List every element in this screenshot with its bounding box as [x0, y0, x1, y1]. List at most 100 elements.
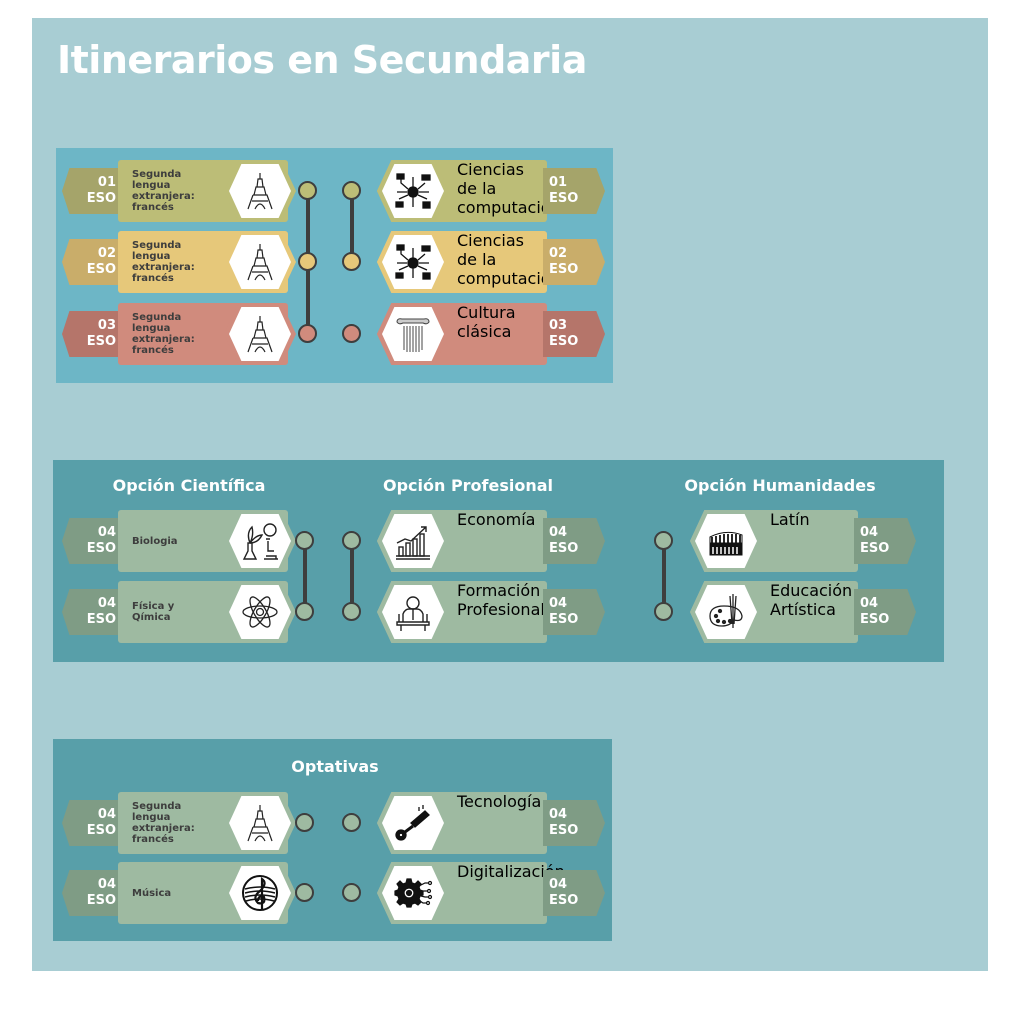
- timeline-node: [342, 181, 361, 200]
- bar-chart-growth-icon: [395, 526, 431, 560]
- page-title: Itinerarios en Secundaria: [57, 38, 587, 82]
- icon-hexagon-inner: [382, 796, 444, 850]
- icon-hexagon-inner: [382, 585, 444, 639]
- icon-hexagon: [224, 792, 296, 854]
- hydraulic-piston-icon: [394, 803, 431, 842]
- grade-level: ESO: [86, 893, 116, 908]
- icon-hexagon-inner: [695, 585, 757, 639]
- grade-number: 02: [549, 246, 568, 261]
- grade-level: ESO: [86, 612, 116, 627]
- icon-hexagon: [377, 510, 449, 572]
- icon-hexagon-inner: [695, 514, 757, 568]
- icon-hexagon-inner: [382, 514, 444, 568]
- icon-hexagon-inner: [229, 235, 291, 289]
- circuit-chip-icon: [395, 173, 431, 209]
- course-label: Ciencias de la computación: [457, 160, 561, 217]
- course-label: Economía: [457, 510, 536, 529]
- grade-level: ESO: [549, 612, 579, 627]
- heading-opcion-cientifica: Opción Científica: [112, 476, 266, 495]
- course-label: Ciencias de la computación: [457, 231, 561, 288]
- grade-level: ESO: [549, 823, 579, 838]
- person-desk-icon: [396, 596, 430, 632]
- icon-hexagon: [377, 231, 449, 293]
- course-label: Segunda lengua extranjera: francés: [132, 240, 195, 284]
- eiffel-tower-icon: [247, 172, 273, 210]
- icon-hexagon: [224, 510, 296, 572]
- grade-number: 04: [549, 877, 568, 892]
- course-label: Tecnología: [457, 792, 542, 811]
- course-label: Segunda lengua extranjera: francés: [132, 801, 195, 845]
- paint-palette-icon: [709, 593, 743, 629]
- course-label: Física y Qímica: [132, 601, 175, 623]
- icon-hexagon-inner: [229, 796, 291, 850]
- icon-hexagon-inner: [382, 307, 444, 361]
- icon-hexagon-inner: [382, 866, 444, 920]
- grade-number: 04: [860, 525, 879, 540]
- grade-level: ESO: [549, 541, 579, 556]
- timeline-node: [342, 531, 361, 550]
- heading-optativas: Optativas: [291, 757, 379, 776]
- connector-line-right: [350, 188, 354, 262]
- course-label: Segunda lengua extranjera: francés: [132, 169, 195, 213]
- timeline-node: [295, 531, 314, 550]
- heading-opcion-humanidades: Opción Humanidades: [684, 476, 876, 495]
- eiffel-tower-icon: [247, 243, 273, 281]
- icon-hexagon: [377, 862, 449, 924]
- grade-number: 04: [97, 807, 116, 822]
- timeline-node: [298, 324, 317, 343]
- timeline-node: [295, 883, 314, 902]
- grade-number: 04: [97, 525, 116, 540]
- eiffel-tower-icon: [247, 804, 273, 842]
- icon-hexagon-inner: [229, 307, 291, 361]
- icon-hexagon: [224, 581, 296, 643]
- course-label: Formación Profesional: [457, 581, 545, 619]
- grade-number: 02: [97, 246, 116, 261]
- icon-hexagon-inner: [382, 164, 444, 218]
- grade-level: ESO: [549, 191, 579, 206]
- timeline-node: [342, 813, 361, 832]
- ionic-column-icon: [396, 318, 430, 353]
- timeline-node: [298, 252, 317, 271]
- icon-hexagon: [224, 160, 296, 222]
- grade-number: 04: [860, 596, 879, 611]
- icon-hexagon: [377, 303, 449, 365]
- heading-opcion-profesional: Opción Profesional: [382, 476, 554, 495]
- icon-hexagon-inner: [229, 514, 291, 568]
- connector-line: [662, 540, 666, 610]
- course-label: Cultura clásica: [457, 303, 516, 341]
- atom-icon: [242, 593, 278, 631]
- course-label: Biologia: [132, 535, 178, 547]
- course-label: Música: [132, 887, 172, 899]
- timeline-node: [295, 813, 314, 832]
- grade-number: 04: [549, 596, 568, 611]
- grade-number: 04: [97, 596, 116, 611]
- grade-level: ESO: [86, 823, 116, 838]
- timeline-node: [298, 181, 317, 200]
- grade-level: ESO: [86, 262, 116, 277]
- grade-number: 03: [97, 318, 116, 333]
- grade-number: 01: [549, 175, 568, 190]
- connector-line: [350, 540, 354, 610]
- grade-level: ESO: [549, 334, 579, 349]
- icon-hexagon: [224, 303, 296, 365]
- treble-clef-icon: [241, 874, 279, 912]
- icon-hexagon-inner: [229, 866, 291, 920]
- icon-hexagon: [690, 510, 762, 572]
- grade-level: ESO: [86, 541, 116, 556]
- grade-level: ESO: [860, 612, 890, 627]
- course-label: Educación Artística: [770, 581, 853, 619]
- grade-level: ESO: [860, 541, 890, 556]
- timeline-node: [342, 602, 361, 621]
- icon-hexagon: [377, 160, 449, 222]
- timeline-node: [342, 324, 361, 343]
